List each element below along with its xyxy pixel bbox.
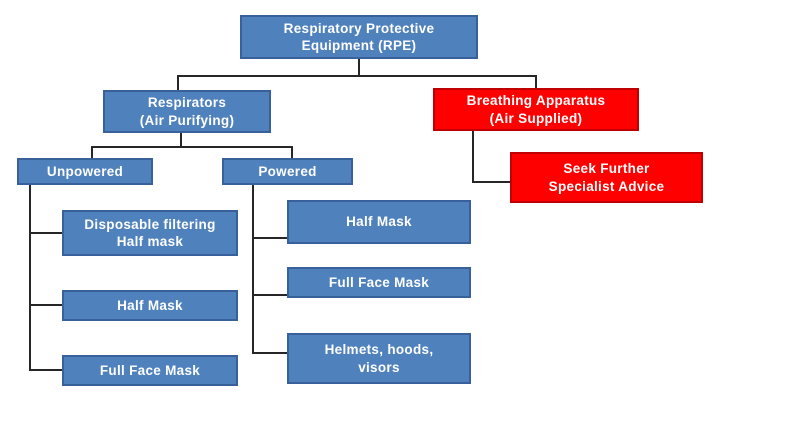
connector-unpowered-stub-1 <box>29 232 63 234</box>
connector-unpowered-drop-top <box>91 146 93 159</box>
node-unpowered: Unpowered <box>17 158 153 185</box>
node-unpowered-full-face-mask: Full Face Mask <box>62 355 238 386</box>
node-powered: Powered <box>222 158 353 185</box>
connector-breathing-drop-top <box>535 75 537 89</box>
connector-powered-stub-2 <box>252 294 288 296</box>
connector-breathing-elbow-horizontal <box>472 181 512 183</box>
node-breathing-apparatus-air-supplied: Breathing Apparatus (Air Supplied) <box>433 88 639 131</box>
connector-powered-stub-1 <box>252 237 288 239</box>
connector-respirators-drop-bottom <box>180 132 182 148</box>
connector-respirators-drop-top <box>177 75 179 91</box>
connector-breathing-elbow-vertical <box>472 130 474 183</box>
connector-unpowered-stub-2 <box>29 304 63 306</box>
node-rpe-root: Respiratory Protective Equipment (RPE) <box>240 15 478 59</box>
connector-powered-stub-3 <box>252 352 288 354</box>
connector-level1-rail <box>177 75 537 77</box>
node-respirators-air-purifying: Respirators (Air Purifying) <box>103 90 271 133</box>
connector-level2-rail <box>91 146 293 148</box>
node-unpowered-half-mask: Half Mask <box>62 290 238 321</box>
connector-unpowered-rail <box>29 184 31 371</box>
node-powered-helmets-hoods-visors: Helmets, hoods, visors <box>287 333 471 384</box>
node-powered-full-face-mask: Full Face Mask <box>287 267 471 298</box>
connector-unpowered-stub-3 <box>29 369 63 371</box>
connector-powered-rail <box>252 184 254 354</box>
node-seek-further-specialist-advice: Seek Further Specialist Advice <box>510 152 703 203</box>
connector-root-drop <box>358 58 360 77</box>
connector-powered-drop-top <box>291 146 293 159</box>
node-unpowered-disposable-filtering-half-mask: Disposable filtering Half mask <box>62 210 238 256</box>
node-powered-half-mask: Half Mask <box>287 200 471 244</box>
